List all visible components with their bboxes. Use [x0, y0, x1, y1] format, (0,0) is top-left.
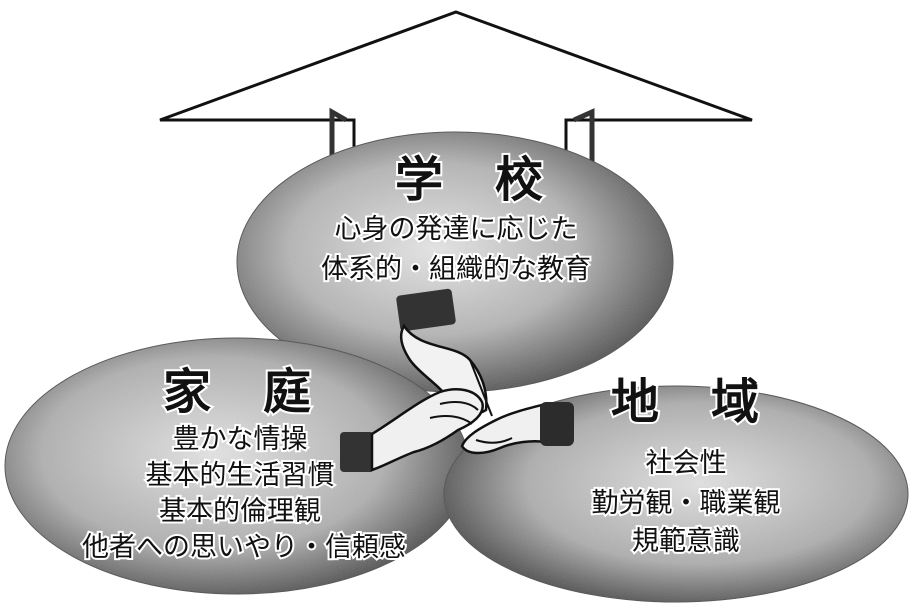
- school-title: 学 校: [395, 152, 545, 208]
- home-title: 家 庭: [163, 364, 313, 420]
- school-ellipse: [236, 131, 674, 393]
- home-line-3: 基本的倫理観: [159, 496, 321, 527]
- community-title: 地 域: [611, 374, 761, 430]
- home-line-2: 基本的生活習慣: [146, 460, 335, 491]
- community-line-3: 規範意識: [632, 526, 740, 557]
- school-line-1: 心身の発達に応じた: [335, 214, 578, 245]
- home-line-1: 豊かな情操: [173, 424, 308, 455]
- home-line-4: 他者への思いやり・信頼感: [82, 532, 406, 563]
- school-line-2: 体系的・組織的な教育: [321, 254, 591, 285]
- community-line-2: 勤労観・職業観: [592, 488, 781, 519]
- community-line-1: 社会性: [646, 448, 727, 479]
- joined-hands-illustration: [340, 288, 574, 472]
- home-ellipse: [4, 337, 470, 595]
